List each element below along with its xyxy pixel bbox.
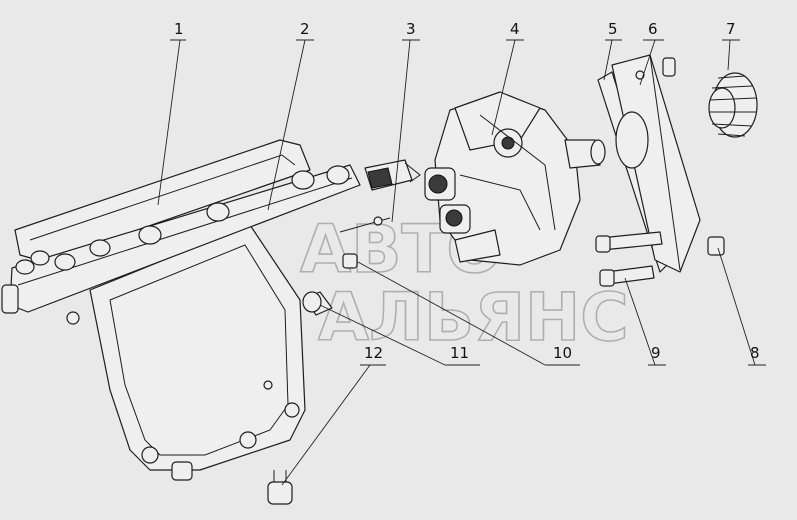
gear-nut xyxy=(707,236,725,256)
callout-labels: 1 2 3 4 5 6 7 8 9 10 11 12 xyxy=(174,20,760,362)
callout-7: 7 xyxy=(726,20,736,38)
callout-10: 10 xyxy=(553,344,572,362)
callout-5: 5 xyxy=(608,20,618,38)
callout-1: 1 xyxy=(174,20,184,38)
watermark-line2: АЛЬЯНС xyxy=(318,279,629,356)
callout-4: 4 xyxy=(510,20,520,38)
callout-8: 8 xyxy=(750,344,760,362)
bracket-bolt xyxy=(171,461,293,505)
high-pressure-pump xyxy=(424,91,606,266)
callout-6: 6 xyxy=(648,20,658,38)
pump-bolts xyxy=(595,231,663,287)
small-bolt xyxy=(339,216,391,269)
rail-bolt xyxy=(302,291,333,316)
leader-lines xyxy=(157,39,766,486)
watermark: АВТО АЛЬЯНС xyxy=(130,210,630,357)
fuel-rail xyxy=(1,164,361,314)
callout-11: 11 xyxy=(450,344,469,362)
callout-3: 3 xyxy=(406,20,416,38)
drive-gear xyxy=(708,72,758,138)
rail-cover xyxy=(14,139,311,263)
rail-connector xyxy=(364,159,421,191)
mounting-flange xyxy=(611,54,701,273)
callout-2: 2 xyxy=(300,20,310,38)
mounting-bracket xyxy=(66,224,306,471)
callout-9: 9 xyxy=(651,344,661,362)
callout-12: 12 xyxy=(364,344,383,362)
